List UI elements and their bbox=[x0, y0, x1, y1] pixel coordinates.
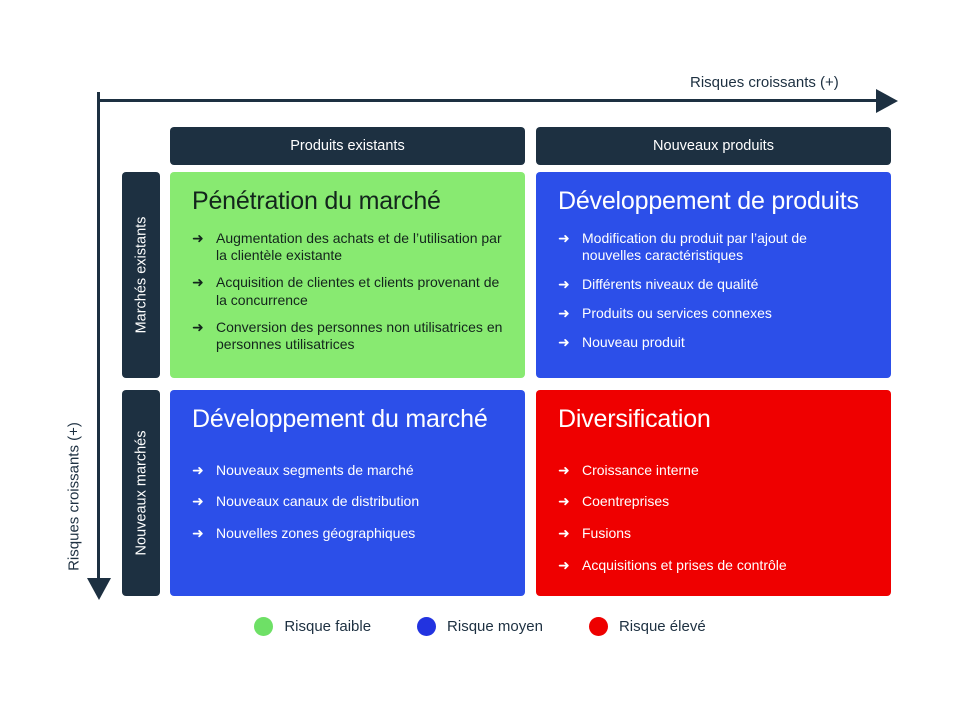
list-item-text: Augmentation des achats et de l’utilisat… bbox=[216, 229, 502, 264]
arrow-bullet-icon: ➜ bbox=[558, 304, 570, 321]
legend: Risque faible Risque moyen Risque élevé bbox=[0, 617, 960, 636]
quadrant-market-penetration: Pénétration du marché ➜ Augmentation des… bbox=[170, 172, 525, 378]
legend-item-medium-risk: Risque moyen bbox=[417, 617, 543, 636]
column-header-new-products: Nouveaux produits bbox=[536, 127, 891, 165]
list-item: ➜ Nouveaux canaux de distribution bbox=[192, 493, 503, 511]
horizontal-axis-arrow-icon bbox=[876, 89, 898, 113]
arrow-bullet-icon: ➜ bbox=[192, 461, 204, 478]
list-item-text: Nouveaux canaux de distribution bbox=[216, 493, 420, 510]
list-item-text: Fusions bbox=[582, 525, 632, 542]
column-header-existing-products: Produits existants bbox=[170, 127, 525, 165]
horizontal-axis-label: Risques croissants (+) bbox=[690, 74, 839, 91]
arrow-bullet-icon: ➜ bbox=[558, 333, 570, 350]
list-item: ➜ Croissance interne bbox=[558, 462, 869, 480]
legend-item-high-risk: Risque élevé bbox=[588, 617, 706, 636]
arrow-bullet-icon: ➜ bbox=[558, 525, 570, 542]
quadrant-item-list: ➜ Croissance interne ➜ Coentreprises ➜ F… bbox=[558, 462, 869, 575]
arrow-bullet-icon: ➜ bbox=[192, 525, 204, 542]
row-header-new-markets-label: Nouveaux marchés bbox=[133, 430, 150, 556]
quadrant-product-development: Développement de produits ➜ Modification… bbox=[536, 172, 891, 378]
legend-label: Risque élevé bbox=[618, 618, 706, 635]
arrow-bullet-icon: ➜ bbox=[558, 461, 570, 478]
arrow-bullet-icon: ➜ bbox=[558, 229, 570, 246]
arrow-bullet-icon: ➜ bbox=[558, 493, 570, 510]
quadrant-title: Développement de produits bbox=[558, 187, 859, 215]
list-item: ➜ Nouvelles zones géographiques bbox=[192, 525, 503, 543]
quadrant-diversification: Diversification ➜ Croissance interne ➜ C… bbox=[536, 390, 891, 596]
legend-color-dot-icon bbox=[254, 617, 274, 636]
legend-label: Risque faible bbox=[284, 618, 372, 635]
quadrant-item-list: ➜ Nouveaux segments de marché ➜ Nouveaux… bbox=[192, 462, 503, 543]
row-header-new-markets: Nouveaux marchés bbox=[122, 390, 160, 596]
list-item: ➜ Acquisition de clientes et clients pro… bbox=[192, 274, 503, 310]
row-header-existing-markets-label: Marchés existants bbox=[133, 216, 150, 334]
list-item: ➜ Conversion des personnes non utilisatr… bbox=[192, 319, 503, 355]
arrow-bullet-icon: ➜ bbox=[192, 318, 204, 335]
list-item-text: Coentreprises bbox=[582, 493, 670, 510]
list-item: ➜ Coentreprises bbox=[558, 493, 869, 511]
vertical-axis-label: Risques croissants (+) bbox=[65, 422, 83, 571]
list-item-text: Nouvelles zones géographiques bbox=[216, 525, 416, 542]
list-item: ➜ Différents niveaux de qualité bbox=[558, 276, 869, 294]
list-item: ➜ Augmentation des achats et de l’utilis… bbox=[192, 230, 503, 266]
quadrant-title: Développement du marché bbox=[192, 405, 488, 433]
legend-item-low-risk: Risque faible bbox=[254, 617, 371, 636]
arrow-bullet-icon: ➜ bbox=[558, 556, 570, 573]
horizontal-axis-line bbox=[98, 99, 880, 102]
arrow-bullet-icon: ➜ bbox=[192, 229, 204, 246]
list-item-text: Différents niveaux de qualité bbox=[582, 276, 759, 293]
list-item-text: Nouveau produit bbox=[582, 333, 685, 350]
list-item-text: Nouveaux segments de marché bbox=[216, 461, 414, 478]
arrow-bullet-icon: ➜ bbox=[192, 493, 204, 510]
list-item: ➜ Acquisitions et prises de contrôle bbox=[558, 557, 869, 575]
arrow-bullet-icon: ➜ bbox=[558, 276, 570, 293]
quadrant-title: Diversification bbox=[558, 405, 711, 433]
legend-color-dot-icon bbox=[588, 617, 608, 636]
list-item: ➜ Nouveau produit bbox=[558, 334, 869, 352]
list-item-text: Acquisition de clientes et clients prove… bbox=[216, 274, 500, 308]
arrow-bullet-icon: ➜ bbox=[192, 274, 204, 291]
list-item-text: Modification du produit par l’ajout de n… bbox=[582, 229, 807, 264]
list-item-text: Conversion des personnes non utilisatric… bbox=[216, 318, 503, 353]
legend-color-dot-icon bbox=[417, 617, 437, 636]
list-item: ➜ Modification du produit par l’ajout de… bbox=[558, 230, 869, 266]
list-item: ➜ Nouveaux segments de marché bbox=[192, 462, 503, 480]
list-item-text: Acquisitions et prises de contrôle bbox=[582, 556, 787, 573]
quadrant-item-list: ➜ Modification du produit par l’ajout de… bbox=[558, 230, 869, 352]
list-item-text: Produits ou services connexes bbox=[582, 304, 772, 321]
legend-label: Risque moyen bbox=[447, 618, 543, 635]
list-item: ➜ Produits ou services connexes bbox=[558, 305, 869, 323]
quadrant-market-development: Développement du marché ➜ Nouveaux segme… bbox=[170, 390, 525, 596]
quadrant-item-list: ➜ Augmentation des achats et de l’utilis… bbox=[192, 230, 503, 355]
vertical-axis-arrow-icon bbox=[87, 578, 111, 600]
quadrant-title: Pénétration du marché bbox=[192, 187, 441, 215]
row-header-existing-markets: Marchés existants bbox=[122, 172, 160, 378]
list-item: ➜ Fusions bbox=[558, 525, 869, 543]
list-item-text: Croissance interne bbox=[582, 461, 699, 478]
vertical-axis-line bbox=[97, 92, 100, 585]
